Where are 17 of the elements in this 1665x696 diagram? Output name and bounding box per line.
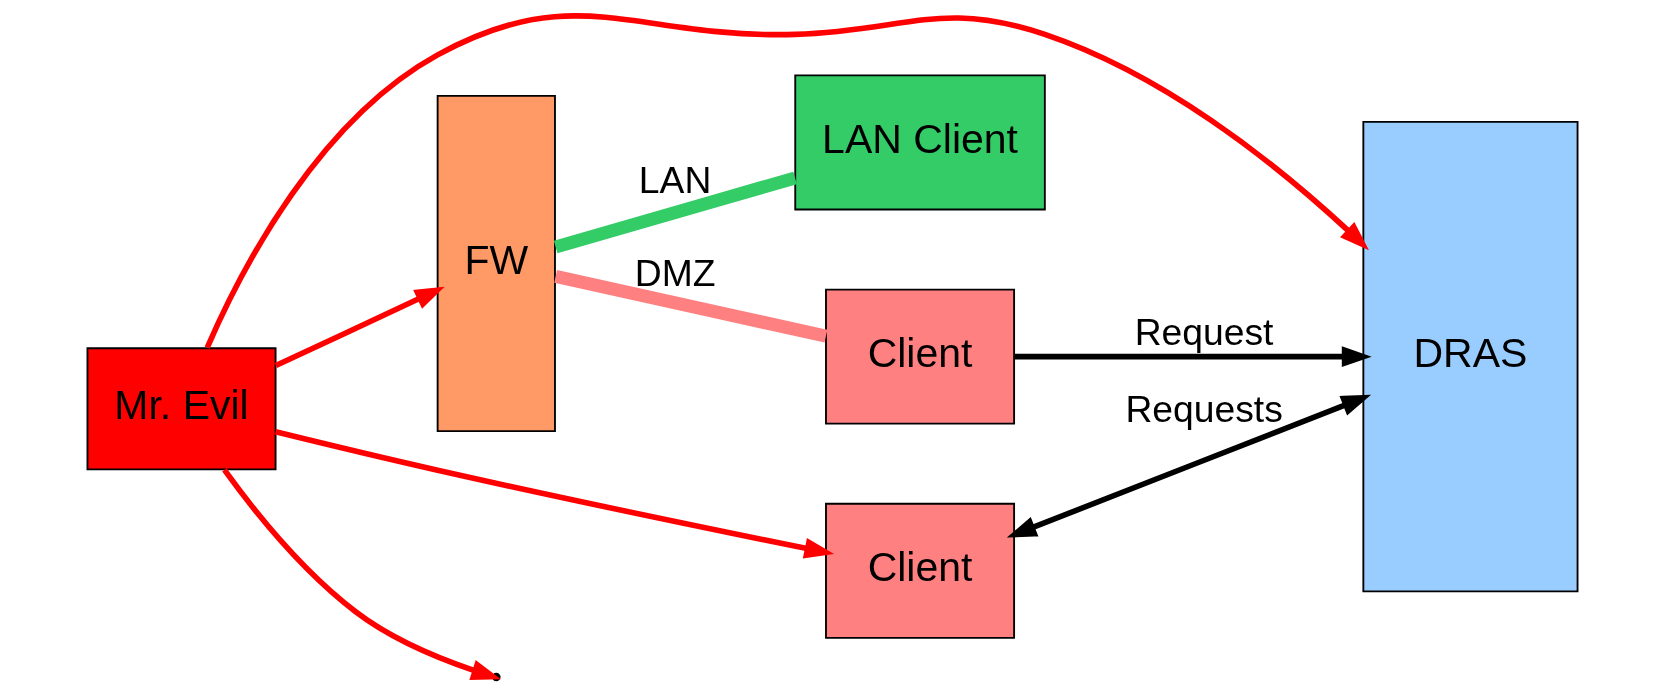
connector [554, 269, 828, 343]
edge-label: LAN [638, 158, 712, 201]
node-box: LAN Client [794, 74, 1046, 211]
arrow [1014, 346, 1372, 368]
connector [553, 171, 797, 254]
arrow [274, 429, 835, 559]
edge-label: Request [1134, 311, 1274, 354]
node-box: Mr. Evil [86, 347, 277, 471]
arrow [1006, 394, 1372, 538]
node-box: Client [825, 502, 1016, 639]
arrow [204, 13, 1369, 349]
edge-label: DMZ [634, 251, 716, 294]
edge-label: Requests [1125, 387, 1283, 430]
node-box: Client [825, 288, 1016, 425]
node-box: DRAS [1362, 121, 1579, 593]
node-box: FW [436, 94, 556, 433]
arrow [274, 286, 445, 369]
